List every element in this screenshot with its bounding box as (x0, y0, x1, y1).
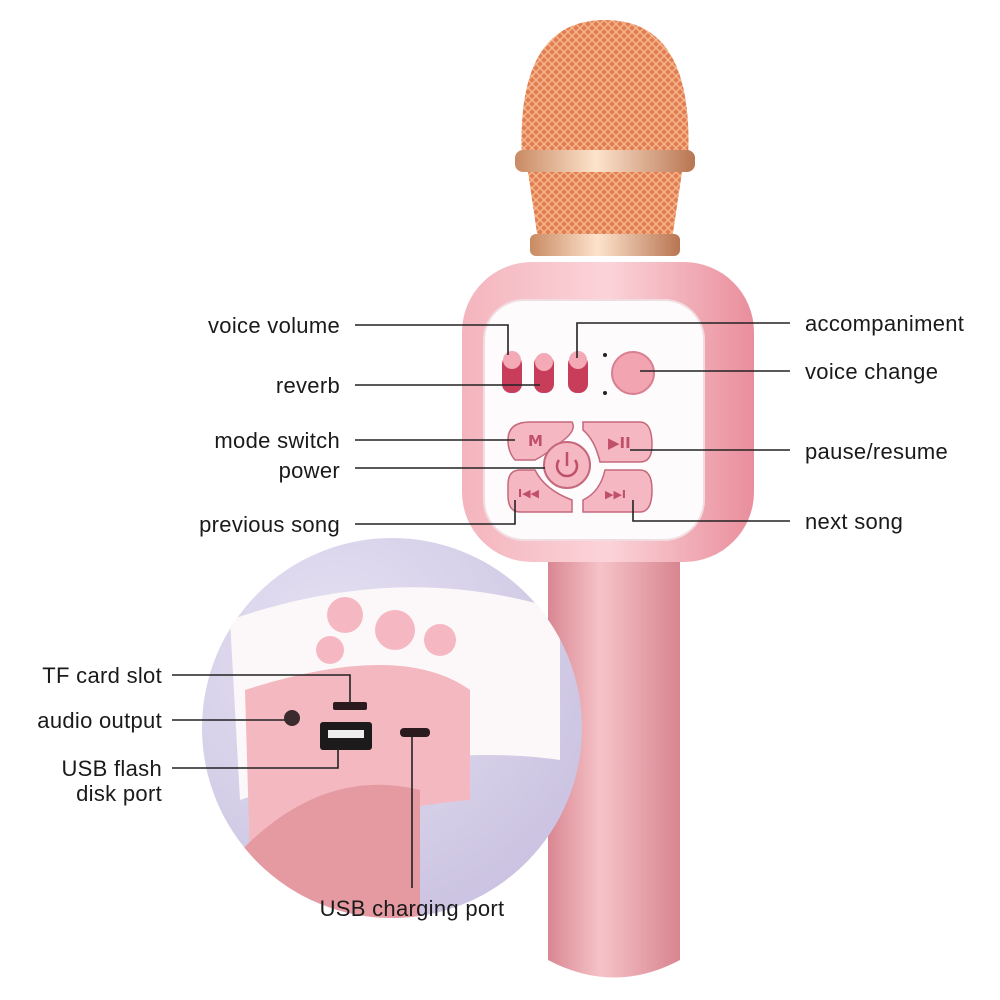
label-audio-output: audio output (37, 708, 162, 733)
label-pause-resume: pause/resume (805, 439, 948, 464)
power-icon (555, 452, 579, 478)
voice-volume-slider[interactable] (502, 351, 522, 393)
label-previous-song: previous song (199, 512, 340, 537)
label-voice-change: voice change (805, 359, 938, 384)
label-reverb: reverb (276, 373, 340, 398)
audio-jack (284, 710, 300, 726)
previous-song-button[interactable]: I◀◀ (507, 469, 573, 513)
label-power: power (279, 458, 340, 483)
mode-icon: M (528, 432, 543, 450)
control-body (462, 262, 754, 562)
label-accompaniment: accompaniment (805, 311, 964, 336)
label-usb-charging-port: USB charging port (320, 896, 505, 921)
pause-resume-button[interactable]: ▶II (582, 421, 653, 463)
microphone-head (515, 20, 695, 256)
pause-resume-icon: ▶II (608, 434, 631, 452)
microphone-handle (548, 540, 680, 978)
usb-charging-port (400, 728, 430, 737)
leader-lines (172, 322, 790, 888)
accompaniment-slider[interactable] (568, 351, 588, 393)
label-next-song: next song (805, 509, 903, 534)
indicator-dot (603, 391, 607, 395)
label-tf-card-slot: TF card slot (42, 663, 162, 688)
reverb-slider[interactable] (534, 353, 554, 393)
voice-change-button[interactable] (611, 351, 655, 395)
tf-card-slot (333, 702, 367, 710)
label-mode-switch: mode switch (214, 428, 340, 453)
next-song-button[interactable]: ▶▶I (582, 469, 653, 513)
indicator-dot (603, 353, 607, 357)
label-usb-flash-1: USB flash (61, 756, 162, 781)
power-button[interactable] (543, 441, 591, 489)
label-voice-volume: voice volume (208, 313, 340, 338)
next-icon: ▶▶I (605, 488, 626, 501)
label-usb-flash-2: disk port (76, 781, 162, 806)
previous-icon: I◀◀ (518, 487, 540, 500)
